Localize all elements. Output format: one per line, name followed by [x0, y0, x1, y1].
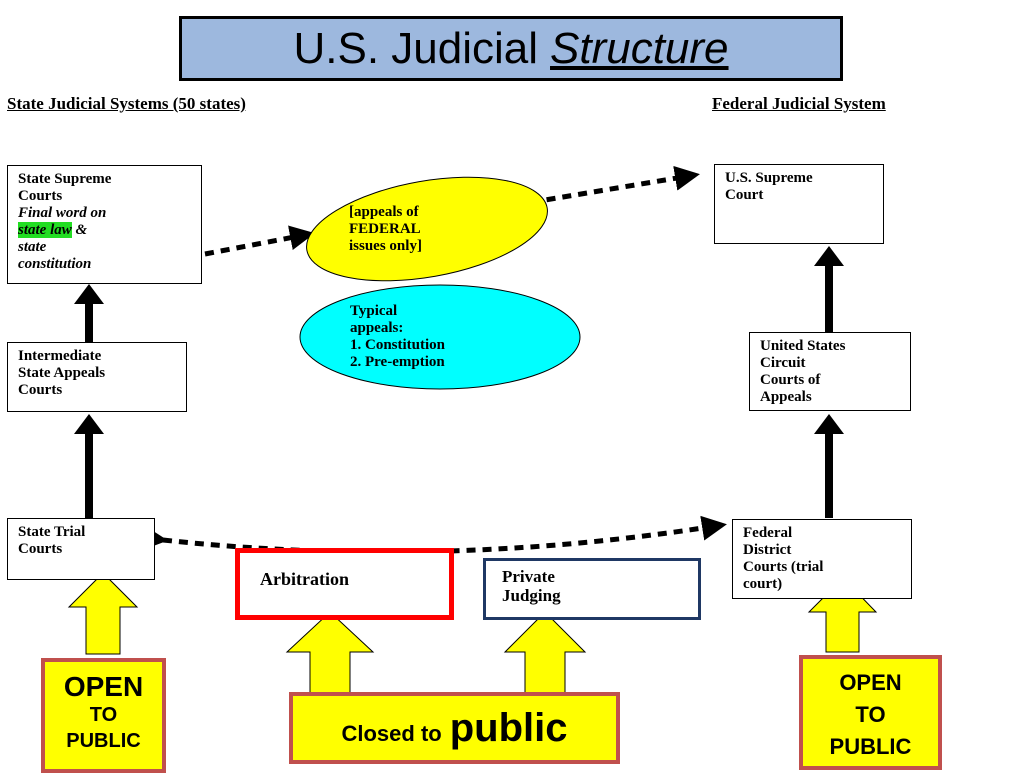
open-left-line2: TO — [89, 704, 118, 726]
arbitration-box: Arbitration — [235, 548, 454, 620]
title-emphasis: Structure — [550, 23, 729, 73]
yellow-arrow-left-open — [67, 572, 139, 655]
federal-issues-line2: FEDERAL — [349, 221, 421, 237]
district-line2: District — [743, 542, 792, 558]
arrow-district-to-circuit — [814, 414, 844, 518]
arbitration-label: Arbitration — [260, 569, 349, 589]
state-supreme-courts-box: State Supreme Courts Final word on state… — [7, 165, 202, 284]
intermediate-line1: Intermediate — [18, 348, 102, 364]
state-supreme-italic1: Final word on — [18, 205, 107, 221]
typical-appeals-text: Typical appeals: 1. Constitution 2. Pre-… — [350, 303, 445, 371]
arrow-intermediate-to-state-supreme — [74, 284, 104, 342]
intermediate-appeals-box: Intermediate State Appeals Courts — [7, 342, 187, 412]
ampersand: & — [75, 222, 88, 238]
state-law-highlight: state law — [18, 222, 72, 238]
state-supreme-italic3: constitution — [18, 256, 92, 272]
yellow-arrow-arbitration — [285, 611, 375, 698]
closed-prefix: Closed to — [341, 721, 442, 746]
closed-to-public-box: Closed to public — [289, 692, 620, 764]
us-supreme-court-box: U.S. Supreme Court — [714, 164, 884, 244]
open-left-line3: PUBLIC — [66, 730, 141, 752]
federal-issues-line3: issues only] — [349, 238, 422, 254]
state-systems-header: State Judicial Systems (50 states) — [7, 94, 246, 113]
intermediate-line2: State Appeals — [18, 365, 106, 381]
private-judging-line2: Judging — [502, 586, 561, 605]
open-right-line2: TO — [855, 702, 886, 727]
typical-appeals-ellipse — [299, 284, 581, 390]
typical-appeals-line3: 1. Constitution — [350, 337, 446, 353]
state-trial-courts-box: State Trial Courts — [7, 518, 155, 580]
open-right-line3: PUBLIC — [829, 734, 912, 759]
state-supreme-italic2: state — [18, 239, 47, 255]
district-line4: court) — [743, 576, 783, 592]
title-main: U.S. Judicial — [293, 23, 539, 73]
open-right-line1: OPEN — [839, 670, 902, 695]
federal-issues-text: [appeals of FEDERAL issues only] — [349, 204, 422, 255]
circuit-line1: United States — [760, 338, 846, 354]
us-supreme-line2: Court — [725, 187, 764, 203]
arrow-circuit-to-us-supreme — [814, 246, 844, 332]
circuit-line3: Courts of — [760, 372, 821, 388]
circuit-line2: Circuit — [760, 355, 806, 371]
closed-word: public — [449, 706, 568, 750]
private-judging-box: Private Judging — [483, 558, 701, 620]
dotted-arrow-to-us-supreme — [514, 165, 700, 208]
federal-issues-line1: [appeals of — [349, 204, 419, 220]
typical-appeals-line1: Typical — [350, 303, 398, 319]
district-line3: Courts (trial — [743, 559, 824, 575]
state-supreme-line1: State Supreme — [18, 171, 112, 187]
federal-district-courts-box: Federal District Courts (trial court) — [732, 519, 912, 599]
typical-appeals-line2: appeals: — [350, 320, 404, 336]
us-supreme-line1: U.S. Supreme — [725, 170, 813, 186]
yellow-arrow-private-judging — [503, 611, 587, 698]
open-left-line1: OPEN — [63, 671, 144, 702]
open-to-public-right: OPEN TO PUBLIC — [799, 655, 942, 770]
arrow-trial-to-intermediate — [74, 414, 104, 518]
intermediate-line3: Courts — [18, 382, 63, 398]
district-line1: Federal — [743, 525, 793, 541]
state-trial-line2: Courts — [18, 541, 63, 557]
circuit-courts-box: United States Circuit Courts of Appeals — [749, 332, 911, 411]
federal-system-header: Federal Judicial System — [712, 94, 886, 113]
circuit-line4: Appeals — [760, 389, 812, 405]
state-trial-line1: State Trial — [18, 524, 86, 540]
open-to-public-left: OPEN TO PUBLIC — [41, 658, 166, 773]
federal-issues-ellipse — [306, 176, 548, 282]
typical-appeals-line4: 2. Pre-emption — [350, 354, 445, 370]
state-supreme-line2: Courts — [18, 188, 63, 204]
dotted-arrow-to-federal-note — [204, 225, 315, 257]
private-judging-line1: Private — [502, 567, 555, 586]
page-title: U.S. Judicial Structure — [179, 16, 843, 81]
